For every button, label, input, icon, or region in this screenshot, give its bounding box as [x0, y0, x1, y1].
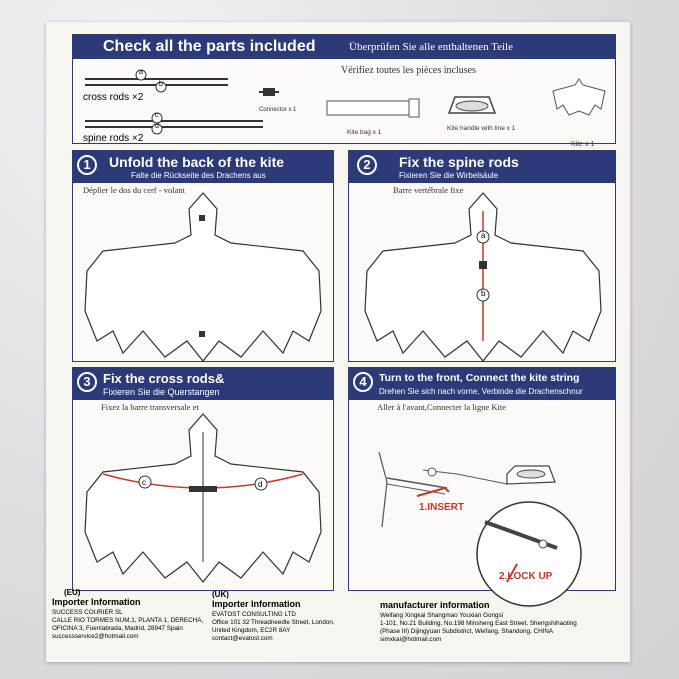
step2-fr: Barre vertébrale fixe	[393, 185, 464, 195]
step3-label-d: d	[258, 480, 263, 489]
step3-header: 3 Fix the cross rods& Fixieren Sie die Q…	[73, 368, 333, 400]
label-a: a	[139, 69, 143, 76]
uk-line-3: contact@evatost.com	[212, 635, 273, 642]
spine-rods-label: spine rods ×2	[83, 133, 144, 144]
step4-title: Turn to the front, Connect the kite stri…	[379, 372, 580, 384]
step1-de: Falte die Rückseite des Drachens aus	[131, 171, 266, 180]
mf-line-2: (Phase III) Dijingyuan Subdistrict, Weif…	[380, 628, 554, 635]
eu-line-0: SUCCESS COURIER SL	[52, 609, 123, 616]
uk-line-1: Office 101 32 Threadneedle Street, Londo…	[212, 619, 335, 626]
step4-number: 4	[353, 372, 373, 392]
connector-icon	[259, 88, 279, 96]
mf-line-1: 1-101, No.21 Building, No.198 Minsheng E…	[380, 620, 577, 627]
parts-header: Check all the parts included Überprüfen …	[73, 35, 615, 59]
parts-box: Check all the parts included Überprüfen …	[72, 34, 616, 148]
circle-b	[155, 81, 167, 93]
kite-icon	[552, 78, 606, 116]
step2-label-a: a	[481, 231, 486, 240]
uk-title: Importer Information	[212, 599, 301, 609]
circle-d	[151, 123, 163, 135]
eu-line-2: OFICINA 3, Fuenlabrada, Madrid, 28947 Sp…	[52, 625, 183, 632]
step4-de: Drehen Sie sich nach vorne, Verbinde die…	[379, 387, 583, 396]
step1-fr: Déplier le dos du cerf - volant	[83, 185, 185, 195]
step2-de: Fixieren Sie die Wirbelsäule	[399, 171, 499, 180]
uk-tag: (UK)	[212, 590, 229, 599]
uk-line-0: EVATOST CONSULTING LTD	[212, 611, 296, 618]
step1-header: 1 Unfold the back of the kite Falte die …	[73, 151, 333, 183]
label-b: b	[159, 81, 163, 88]
step4-fr: Aller à l'avant,Connecter la ligne Kite	[377, 402, 506, 412]
step2-title: Fix the spine rods	[399, 154, 519, 170]
circle-c	[151, 112, 163, 124]
step1-title: Unfold the back of the kite	[109, 154, 285, 170]
step2-box: 2 Fix the spine rods Fixieren Sie die Wi…	[348, 150, 616, 362]
eu-tag: (EU)	[64, 588, 81, 597]
mf-line-3: simxkai@hotmail.com	[380, 636, 442, 643]
kite-handle-icon	[447, 96, 497, 114]
cross-rods-illustration	[84, 413, 322, 583]
kite-handle-label: Kite handle with line x 1	[447, 125, 516, 132]
insert-label: 1.INSERT	[419, 502, 465, 513]
parts-title: Check all the parts included	[103, 38, 316, 55]
parts-title-fr: Vérifiez toutes les pièces incluses	[341, 65, 476, 76]
step2-header: 2 Fix the spine rods Fixieren Sie die Wi…	[349, 151, 615, 183]
step3-label-c: c	[142, 478, 146, 487]
step3-box: 3 Fix the cross rods& Fixieren Sie die Q…	[72, 367, 334, 591]
mf-title: manufacturer information	[380, 600, 490, 610]
step2-number: 2	[357, 155, 377, 175]
circle-a	[135, 69, 147, 81]
connect-string-illustration	[378, 451, 582, 607]
step4-header: 4 Turn to the front, Connect the kite st…	[349, 368, 615, 400]
eu-title: Importer Information	[52, 597, 141, 607]
kite-label: Kite x 1	[571, 141, 595, 148]
rods-illustration	[85, 69, 263, 135]
uk-line-2: United Kingdom, EC2R 8AY	[212, 627, 291, 634]
footer-manufacturer: manufacturer information Weifang Xingkai…	[380, 600, 630, 644]
kite-bag-icon	[326, 98, 420, 118]
eu-line-1: CALLE RIO TORMES NUM.1, PLANTA 1, DERECH…	[52, 617, 204, 624]
footer-uk: (UK) Importer Information EVATOST CONSUL…	[212, 590, 372, 643]
label-d: d	[155, 123, 159, 130]
instruction-card: Check all the parts included Überprüfen …	[46, 22, 630, 662]
lock-up-label: 2.LOCK UP	[499, 571, 553, 582]
step3-fr: Fixez la barre transversale et	[101, 402, 199, 412]
step3-number: 3	[77, 372, 97, 392]
step3-de: Fixieren Sie die Querstangen	[103, 387, 220, 397]
mf-line-0: Weifang Xingkai Shangmao Youxian Gongsi	[380, 612, 504, 619]
cross-rods-label: cross rods ×2	[83, 92, 144, 103]
step4-box: 4 Turn to the front, Connect the kite st…	[348, 367, 616, 607]
kite-back-illustration	[84, 192, 322, 362]
kite-bag-label: Kite bag x 1	[347, 129, 382, 136]
eu-line-3: successservice2@hotmail.com	[52, 633, 139, 640]
spine-rods-illustration	[364, 192, 602, 362]
parts-title-de: Überprüfen Sie alle enthaltenen Teile	[349, 41, 513, 53]
step1-number: 1	[77, 155, 97, 175]
label-c: c	[155, 112, 159, 119]
connector-label: Connector x 1	[259, 107, 297, 113]
step1-box: 1 Unfold the back of the kite Falte die …	[72, 150, 334, 362]
footer-eu: (EU) Importer Information SUCCESS COURIE…	[52, 588, 212, 641]
step3-title: Fix the cross rods&	[103, 371, 225, 386]
step2-label-b: b	[481, 289, 486, 298]
